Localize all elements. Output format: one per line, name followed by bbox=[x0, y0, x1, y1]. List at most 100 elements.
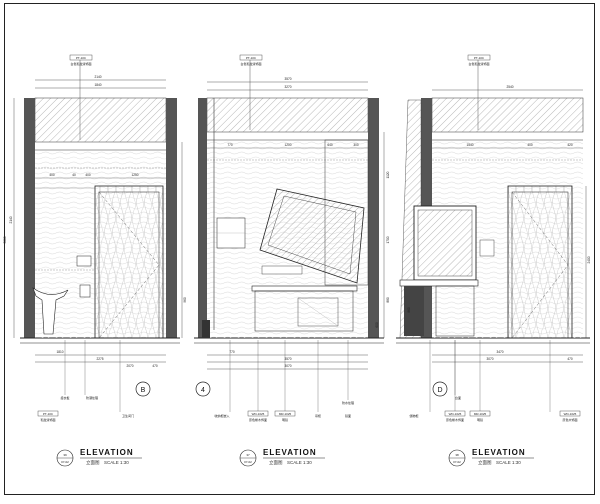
bottom-tag-1-desc: 卫生间门 bbox=[122, 413, 134, 418]
note-1: 防潮处理 bbox=[86, 395, 98, 400]
dim-mid-1: 1200 bbox=[284, 143, 291, 147]
elevation-subtitle: 立面图 bbox=[86, 459, 100, 466]
note-0: 防水处理 bbox=[342, 400, 354, 405]
note-0: 挂衣板 bbox=[60, 395, 69, 400]
sheet-border bbox=[4, 3, 595, 495]
ceiling-slab bbox=[431, 97, 584, 133]
bottom-tag-1-code: WD-1025 bbox=[252, 412, 265, 416]
dim-height-1: 3000 bbox=[3, 236, 7, 243]
dim-height-0: 2400 bbox=[587, 256, 591, 263]
dim-top-1: 1840 bbox=[94, 83, 101, 87]
vanity-side bbox=[404, 286, 424, 336]
elevation-scale: SCALE 1:30 bbox=[104, 460, 129, 465]
switch-panel bbox=[479, 239, 495, 257]
bottom-tag-2-code: MR-1025 bbox=[279, 412, 292, 416]
callout-num: 39 bbox=[63, 453, 67, 457]
pedestal-sink bbox=[32, 287, 69, 335]
ceiling-slab bbox=[34, 97, 167, 143]
callout-num: 37 bbox=[246, 453, 250, 457]
dim-height-1: 1700 bbox=[386, 236, 390, 243]
callout-num: 38 bbox=[455, 453, 459, 457]
dim-height-3: 600 bbox=[375, 322, 379, 328]
bottom-tag-2-desc: 明镜 bbox=[477, 417, 483, 422]
dim-mid-2: 420 bbox=[567, 143, 573, 147]
top-tag-code: PT-10C bbox=[474, 56, 485, 60]
bottom-tag-0-desc: 收纳柜嵌入 bbox=[214, 413, 229, 418]
dim-height-1: 860 bbox=[407, 307, 411, 313]
door-swing bbox=[98, 191, 160, 339]
door-frame bbox=[507, 185, 573, 339]
section-mark-b: B bbox=[141, 387, 146, 394]
ceiling-slab bbox=[206, 97, 369, 133]
top-tag-desc: 白色乳胶漆饰面 bbox=[70, 61, 91, 66]
elevation-scale: SCALE 1:30 bbox=[496, 460, 521, 465]
dim-bottom-3: 470 bbox=[152, 364, 158, 368]
section-marker-4 bbox=[195, 381, 211, 397]
elevation-title: ELEVATION bbox=[263, 448, 317, 457]
elevation-4: 3570 3270 PT-10C 白色乳胶漆饰面 770 1200 640 30… bbox=[194, 54, 390, 467]
bottom-tag-0-desc: 储物柜 bbox=[409, 413, 418, 418]
dim-mid-3: 1250 bbox=[131, 173, 138, 177]
dim-mid-0: 770 bbox=[227, 143, 233, 147]
countertop-items bbox=[261, 265, 303, 275]
dim-bottom-2: 470 bbox=[567, 357, 573, 361]
wall-left bbox=[198, 98, 207, 338]
note-1: 镜面 bbox=[345, 413, 351, 418]
dim-mid-3: 300 bbox=[353, 143, 359, 147]
dim-bottom-1: 3570 bbox=[284, 357, 291, 361]
dim-height-2: 880 bbox=[386, 297, 390, 303]
bottom-tag-1-desc: 原色橡木饰面 bbox=[446, 417, 464, 422]
bottom-tag-2-desc: 明镜 bbox=[282, 417, 288, 422]
elevation-title: ELEVATION bbox=[80, 448, 134, 457]
dim-bottom-2: 3070 bbox=[284, 364, 291, 368]
wall-right bbox=[368, 98, 379, 338]
dim-top-0: 3570 bbox=[284, 77, 291, 81]
vanity-cabinet bbox=[254, 290, 354, 332]
dim-bottom-0: 770 bbox=[229, 350, 235, 354]
door-swing bbox=[511, 191, 569, 339]
dim-height-2: 960 bbox=[183, 297, 187, 303]
top-tag-desc: 白色乳胶漆饰面 bbox=[240, 61, 261, 66]
top-tag-code: PT-10C bbox=[246, 56, 257, 60]
bottom-tag-3-desc: 吊柜 bbox=[315, 413, 321, 418]
dim-bottom-1: 3070 bbox=[486, 357, 493, 361]
dim-bottom-1: 2275 bbox=[96, 357, 103, 361]
dim-bottom-2: 2070 bbox=[126, 364, 133, 368]
section-marker-d bbox=[432, 381, 448, 397]
dim-mid-1: 400 bbox=[527, 143, 533, 147]
elevation-subtitle: 立面图 bbox=[269, 459, 283, 466]
dim-top-0: 2140 bbox=[94, 75, 101, 79]
section-mark-4: 4 bbox=[201, 387, 205, 394]
bottom-tag-0-desc: 乳胶漆饰面 bbox=[40, 417, 55, 422]
wall-left bbox=[24, 98, 35, 338]
dim-mid-2: 640 bbox=[327, 143, 333, 147]
dim-mid-0: 1540 bbox=[466, 143, 473, 147]
callout-sheet: 07-02 bbox=[244, 460, 252, 464]
door-leaf bbox=[98, 191, 160, 339]
callout-sheet: 07-02 bbox=[61, 460, 69, 464]
dim-mid-2: 400 bbox=[85, 173, 91, 177]
vanity-cabinet bbox=[435, 285, 475, 337]
floor-vent bbox=[202, 320, 210, 338]
callout-sheet: 07-02 bbox=[453, 460, 461, 464]
bottom-tag-3-desc: 原色木饰面 bbox=[562, 417, 577, 422]
bottom-tag-3-code: WD-1025 bbox=[564, 412, 577, 416]
elevation-title: ELEVATION bbox=[472, 448, 526, 457]
top-tag-code: PT-10C bbox=[76, 56, 87, 60]
dim-bottom-0: 1810 bbox=[56, 350, 63, 354]
hand-dryer bbox=[76, 255, 92, 267]
elevation-d: 2540 PT-10C 白色乳胶漆饰面 1540 400 420 2400 86… bbox=[396, 54, 591, 467]
paper-holder bbox=[79, 284, 91, 298]
section-mark-d: D bbox=[437, 387, 442, 394]
dim-top-1: 3270 bbox=[284, 85, 291, 89]
bottom-tag-1-code: WD-1025 bbox=[449, 412, 462, 416]
elevation-scale: SCALE 1:30 bbox=[287, 460, 312, 465]
dim-top-0: 2540 bbox=[506, 85, 513, 89]
bottom-tag-1-desc: 原色橡木饰面 bbox=[249, 417, 267, 422]
section-marker-b bbox=[135, 381, 151, 397]
door-frame bbox=[94, 185, 164, 339]
bottom-tag-0-code: PT-10C bbox=[43, 412, 54, 416]
elevation-subtitle: 立面图 bbox=[478, 459, 492, 466]
